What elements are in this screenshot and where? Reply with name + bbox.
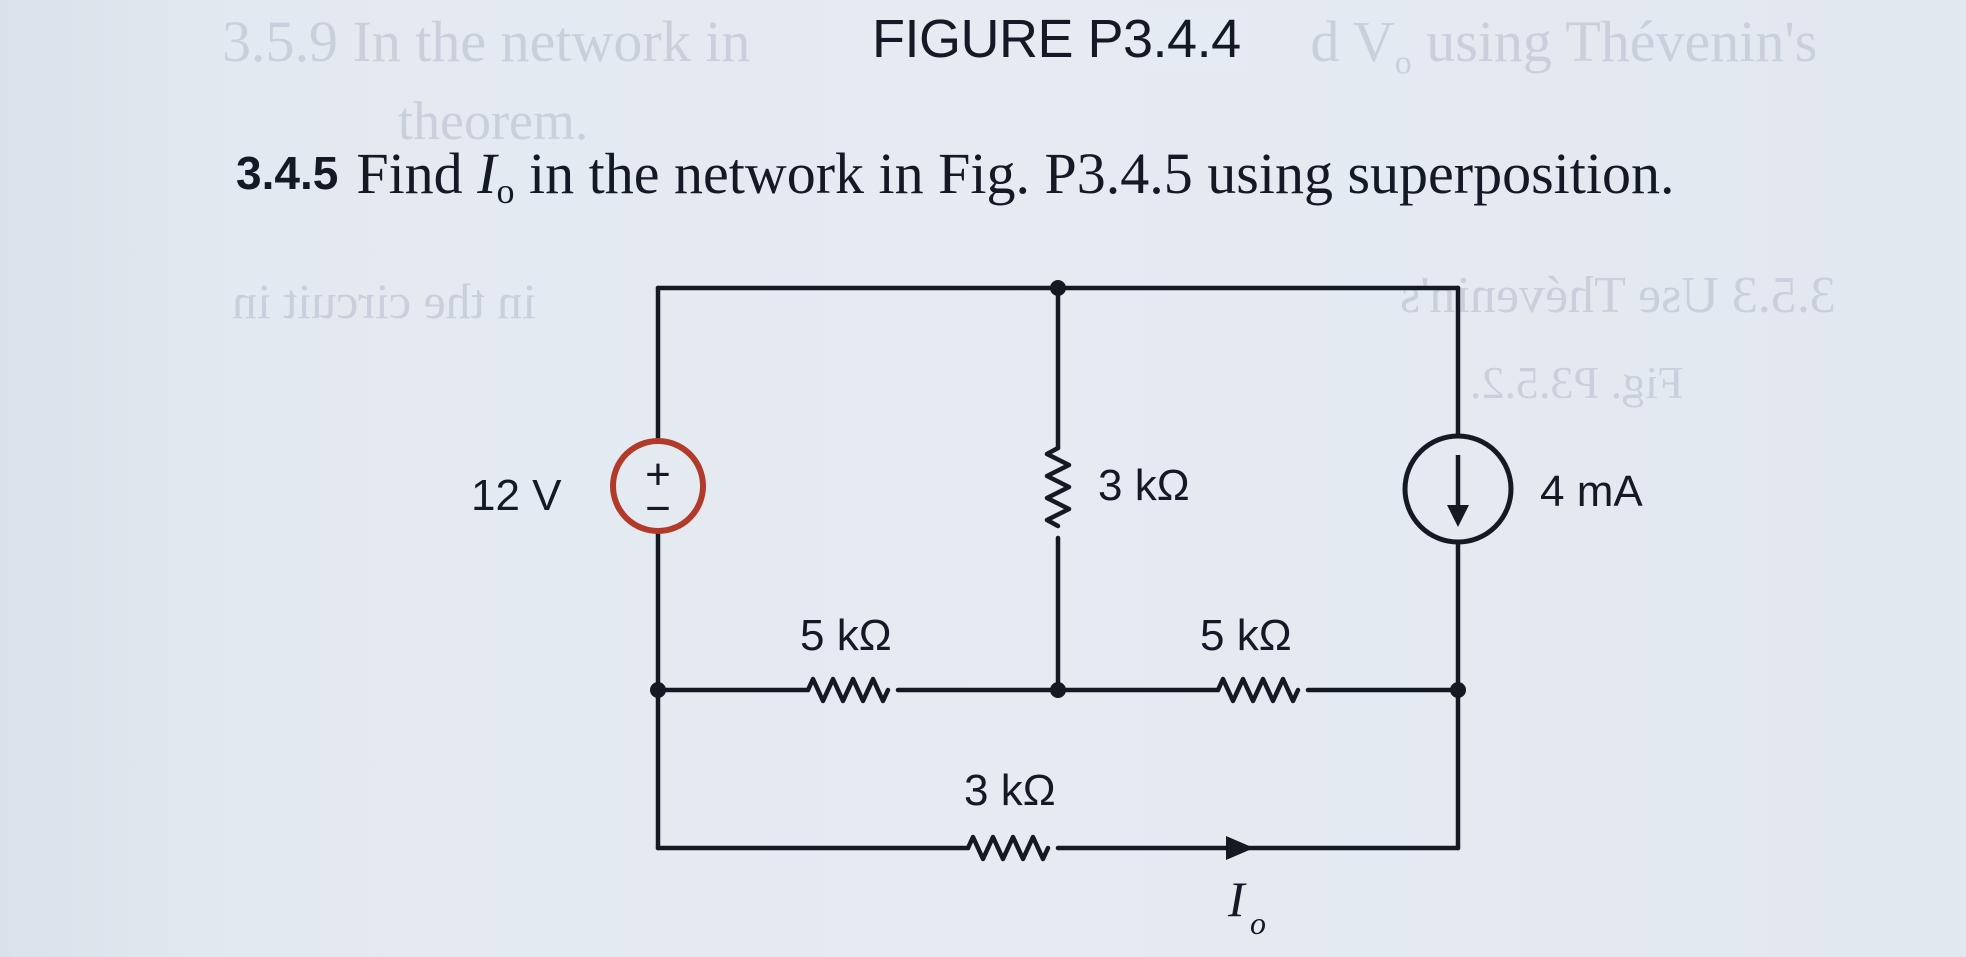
voltage-source-minus: − xyxy=(645,484,671,533)
output-current-arrow-icon xyxy=(1226,836,1254,860)
figure-caption: FIGURE P3.4.4 xyxy=(866,8,1247,70)
node-mid-right xyxy=(1450,682,1466,698)
current-source-arrow-icon xyxy=(1447,505,1469,527)
bleed-through-top-start: 3.5.9 In the network in xyxy=(222,9,751,74)
resistor-vertical xyxy=(1044,445,1072,529)
output-current-symbol: I xyxy=(1227,871,1247,927)
bleed-through-second-line: theorem. xyxy=(398,91,589,151)
output-current-label: I o xyxy=(1227,871,1266,941)
problem-text: Find Io in the network in Fig. P3.4.5 us… xyxy=(356,141,1675,209)
resistor-right xyxy=(1215,676,1301,704)
junction-nodes xyxy=(650,280,1466,698)
current-source-ring xyxy=(1402,433,1514,545)
problem-text-after: in the network in Fig. P3.4.5 using supe… xyxy=(514,141,1675,206)
current-source xyxy=(1402,433,1514,545)
bleed-through-top-end-sub: o xyxy=(1394,44,1412,82)
problem-variable: I xyxy=(477,141,497,206)
resistor-left-label: 5 kΩ xyxy=(800,611,892,660)
resistor-right-label: 5 kΩ xyxy=(1200,611,1292,660)
problem-text-before: Find xyxy=(356,141,478,206)
problem-variable-sub: o xyxy=(496,171,515,211)
resistor-vertical-label: 3 kΩ xyxy=(1098,461,1190,510)
circuit-wires xyxy=(655,285,1461,862)
node-top-middle xyxy=(1050,280,1066,296)
bleed-through-top-tail: using Thévenin's xyxy=(1426,9,1818,74)
current-source-label: 4 mA xyxy=(1540,467,1643,516)
output-current-sub: o xyxy=(1250,905,1266,941)
voltage-source-label: 12 V xyxy=(471,471,562,520)
node-mid-left xyxy=(650,682,666,698)
voltage-source-plus: + xyxy=(645,450,671,499)
voltage-source-ring xyxy=(610,438,706,534)
bleed-through-top-line: 3.5.9 In the network in d Vo using Théven… xyxy=(222,8,1817,83)
resistor-bottom xyxy=(965,834,1051,862)
resistor-bottom-label: 3 kΩ xyxy=(964,766,1056,815)
voltage-source: + − xyxy=(610,438,706,534)
problem-statement: 3.4.5 Find Io in the network in Fig. P3.4… xyxy=(236,140,1675,209)
resistor-left xyxy=(805,676,891,704)
bleed-through-top-end: d V xyxy=(1310,9,1395,74)
node-mid-center xyxy=(1050,682,1066,698)
problem-number: 3.4.5 xyxy=(236,147,339,199)
